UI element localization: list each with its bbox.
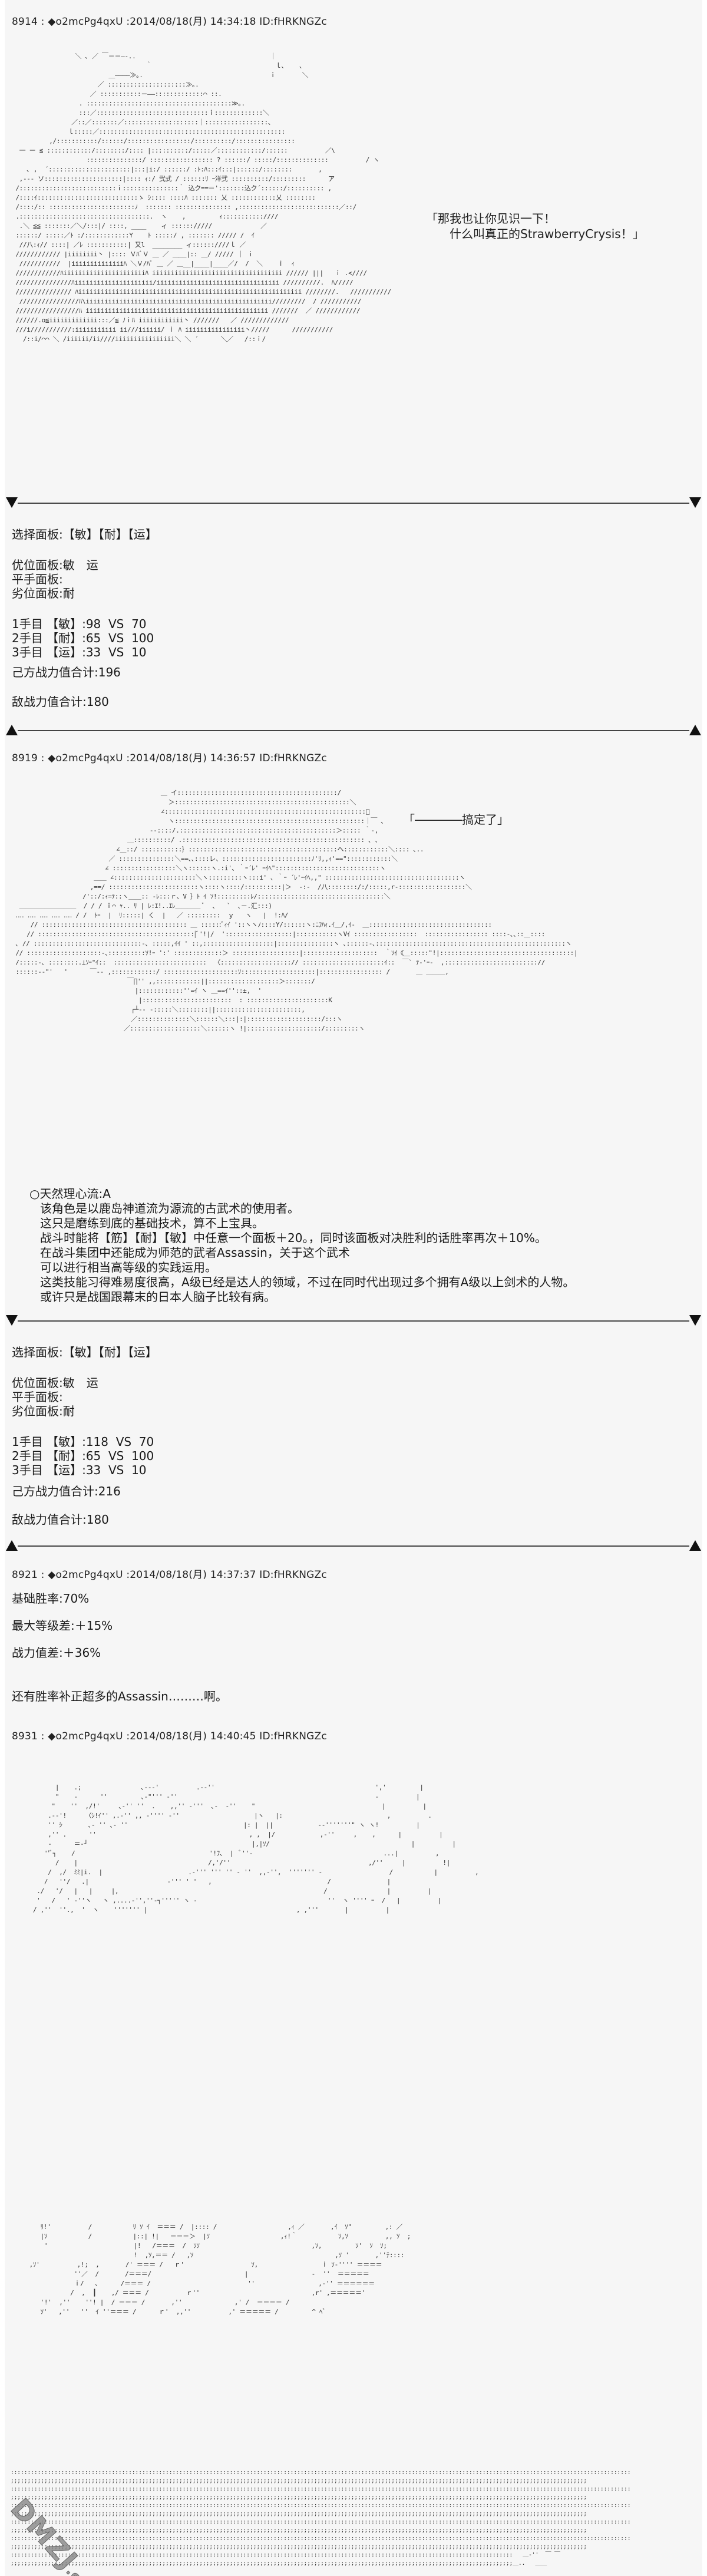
- advantage-panels: 优位面板:敏 运: [12, 558, 98, 572]
- enemy-total: 敌战力值合计:180: [12, 1512, 109, 1527]
- triangle-up-icon: [6, 1540, 18, 1551]
- divider-line: [18, 730, 689, 731]
- even-panels: 平手面板:: [12, 1390, 63, 1404]
- own-total: 己方战力值合计:216: [12, 1484, 121, 1498]
- triangle-up-icon: [689, 725, 701, 735]
- skill-line: 在战斗集团中还能成为师范的武者Assassin，关于这个武术: [40, 1246, 350, 1260]
- triangle-down-icon: [6, 1315, 18, 1326]
- thread-page: 8914 : ◆o2mcPg4qxU :2014/08/18(月) 14:34:…: [5, 0, 702, 2576]
- skill-line: 可以进行相当高等级的实践运用。: [40, 1260, 217, 1274]
- divider-line: [18, 1320, 689, 1322]
- round-2: 2手目 【耐】:65 VS 100: [12, 1449, 154, 1463]
- divider-line: [18, 1545, 689, 1547]
- skill-line: 这只是磨练到底的基础技术，算不上宝具。: [40, 1216, 264, 1230]
- ascii-art-face-closeup: | .; ､-‐-' .--'' ',' | " - '' ､-"''' -''…: [32, 1784, 479, 1914]
- ascii-art-sword-slash: ﾘ!' / ﾘ ｿ ｲ ＝＝＝ / |:::: / ,ｨ ／ ,ｲ ｿ" ,: …: [29, 2223, 411, 2316]
- section-divider-up: [5, 724, 702, 738]
- enemy-total: 敌战力值合计:180: [12, 695, 109, 709]
- skill-line: 或许只是战国跟幕末的日本人脑子比较有病。: [40, 1290, 276, 1304]
- post-header-8919: 8919 : ◆o2mcPg4qxU :2014/08/18(月) 14:36:…: [12, 752, 327, 764]
- round-2: 2手目 【耐】:65 VS 100: [12, 631, 154, 645]
- round-1: 1手目 【敏】:98 VS 70: [12, 617, 147, 631]
- selected-panels: 选择面板:【敏】【耐】【运】: [12, 527, 157, 541]
- round-1: 1手目 【敏】:118 VS 70: [12, 1435, 154, 1449]
- ascii-art-character-2: ＿ イ:::::::::::::::::::::::::::::::::::::…: [15, 789, 578, 1032]
- triangle-up-icon: [6, 725, 18, 735]
- skill-line: 这类技能习得难易度很高，A级已经是达人的领域，不过在同时代出现过多个拥有A级以上…: [40, 1275, 575, 1289]
- round-3: 3手目 【运】:33 VS 10: [12, 1463, 147, 1477]
- base-winrate: 基础胜率:70%: [12, 1591, 90, 1606]
- post-header-8931: 8931 : ◆o2mcPg4qxU :2014/08/18(月) 14:40:…: [12, 1730, 327, 1742]
- section-divider-up: [5, 1539, 702, 1553]
- triangle-down-icon: [689, 1315, 701, 1326]
- advantage-panels: 优位面板:敏 运: [12, 1376, 98, 1390]
- section-divider-down: [5, 496, 702, 510]
- skill-title: ○天然理心流:A: [29, 1187, 111, 1201]
- selected-panels: 选择面板:【敏】【耐】【运】: [12, 1345, 157, 1359]
- divider-line: [18, 503, 689, 504]
- comment-text: 还有胜率补正超多的Assassin………啊。: [12, 1689, 227, 1703]
- disadvantage-panels: 劣位面板:耐: [12, 586, 75, 600]
- triangle-down-icon: [6, 497, 18, 508]
- speech-bubble-8919: 「――――搞定了」: [403, 813, 509, 827]
- post-header-8914: 8914 : ◆o2mcPg4qxU :2014/08/18(月) 14:34:…: [12, 16, 327, 28]
- skill-line: 该角色是以鹿岛神道流为源流的古武术的使用者。: [40, 1201, 299, 1216]
- skill-line: 战斗时能将【筋】【耐】【敏】中任意一个面板＋20。，同时该面板对决胜利的话胜率再…: [40, 1231, 547, 1245]
- even-panels: 平手面板:: [12, 572, 63, 586]
- disadvantage-panels: 劣位面板:耐: [12, 1404, 75, 1418]
- speech-bubble-8914: 「那我也让你见识一下！ 什么叫真正的StrawberryCrysis！」: [426, 212, 645, 241]
- power-diff: 战力值差:＋36%: [12, 1646, 101, 1660]
- post-header-8921: 8921 : ◆o2mcPg4qxU :2014/08/18(月) 14:37:…: [12, 1569, 327, 1581]
- triangle-up-icon: [689, 1540, 701, 1551]
- own-total: 己方战力值合计:196: [12, 665, 121, 679]
- level-diff: 最大等级差:＋15%: [12, 1619, 113, 1633]
- round-3: 3手目 【运】:33 VS 10: [12, 645, 147, 659]
- ascii-art-character-1: ＼ ､ ／ ￣＝＝―-.. ｜ ｀ ｌ､ ､ ＿――――≫｡. ｉ: [15, 52, 391, 343]
- skill-description: ○天然理心流:A 该角色是以鹿岛神道流为源流的古武术的使用者。 这只是磨练到底的…: [29, 1187, 574, 1304]
- section-divider-down: [5, 1314, 702, 1328]
- triangle-down-icon: [689, 497, 701, 508]
- ascii-art-speed-lines: ::::::::::::::::::::::::::::::::::::::::…: [10, 2469, 631, 2567]
